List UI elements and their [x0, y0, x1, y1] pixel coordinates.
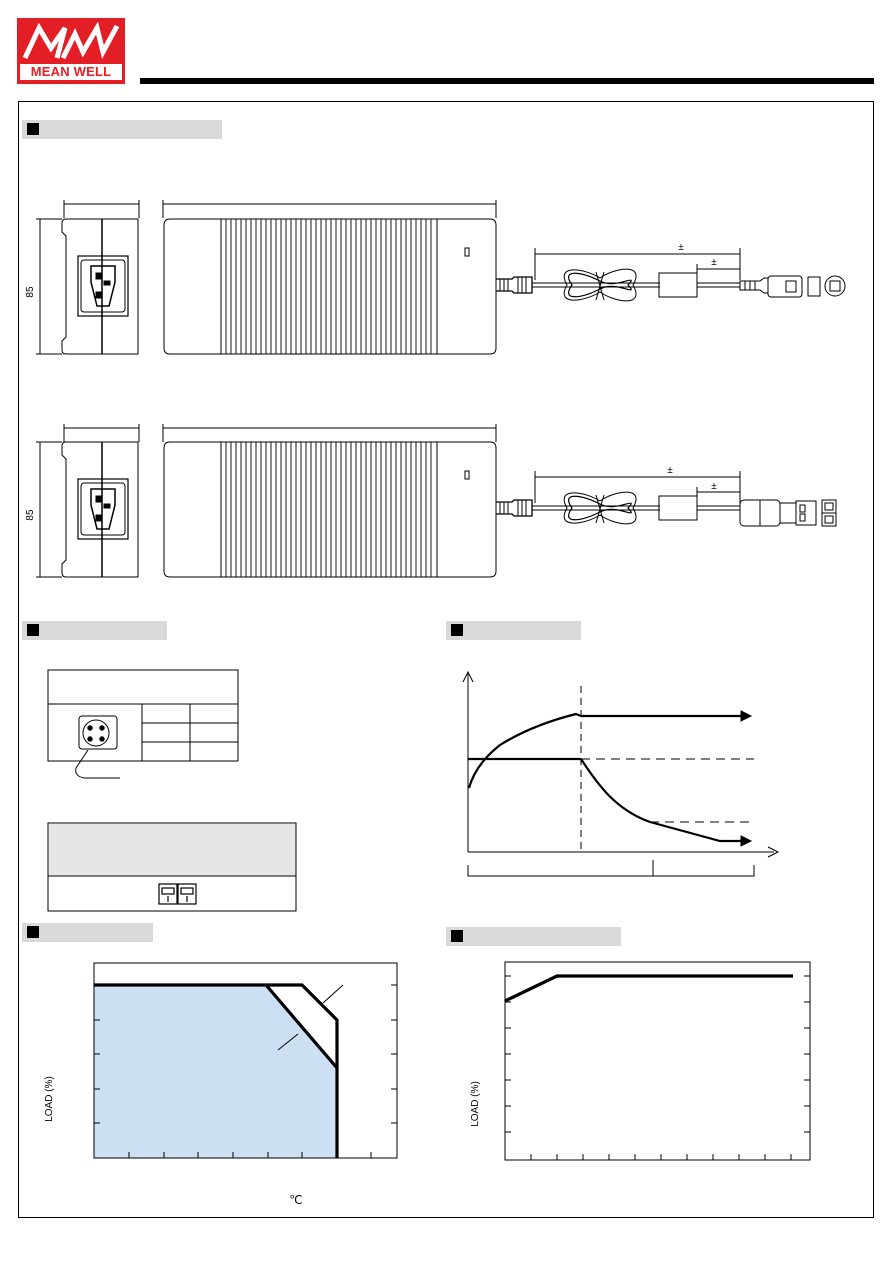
output-derating-y-axis-label: LOAD (%)	[470, 1081, 481, 1127]
charging-curve-chart	[462, 670, 780, 877]
derating-curve-chart: LOAD (%) ℃	[44, 962, 398, 1207]
section-header-mechanical	[22, 120, 222, 139]
header-rule	[140, 78, 874, 84]
output-derating-chart: LOAD (%)	[470, 961, 811, 1161]
bullet-square-icon	[451, 930, 463, 942]
tolerance-symbol: ±	[667, 465, 673, 476]
mean-well-logo: MEAN WELL	[17, 18, 125, 84]
logo-brand-text: MEAN WELL	[20, 64, 122, 80]
bullet-square-icon	[27, 926, 39, 938]
section-header-pin-assignment	[22, 621, 167, 640]
bullet-square-icon	[27, 624, 39, 636]
section-header-charging-curve	[446, 621, 581, 640]
tolerance-symbol: ±	[678, 242, 684, 253]
bullet-square-icon	[451, 624, 463, 636]
bullet-square-icon	[27, 123, 39, 135]
tolerance-symbol: ±	[711, 481, 717, 492]
derating-y-axis-label: LOAD (%)	[44, 1076, 55, 1122]
pin-assignment-diagram	[47, 669, 297, 912]
section-header-output-derating	[446, 927, 621, 946]
mw-logo-icon	[22, 22, 120, 60]
mechanical-drawing: 85 85 ± ± ± ±	[25, 200, 846, 578]
height-dimension-label: 85	[25, 509, 36, 521]
temperature-unit-label: ℃	[289, 1193, 302, 1207]
tolerance-symbol: ±	[711, 257, 717, 268]
datasheet-frame	[18, 101, 874, 1218]
height-dimension-label: 85	[25, 286, 36, 298]
section-header-derating-curve	[22, 923, 153, 942]
